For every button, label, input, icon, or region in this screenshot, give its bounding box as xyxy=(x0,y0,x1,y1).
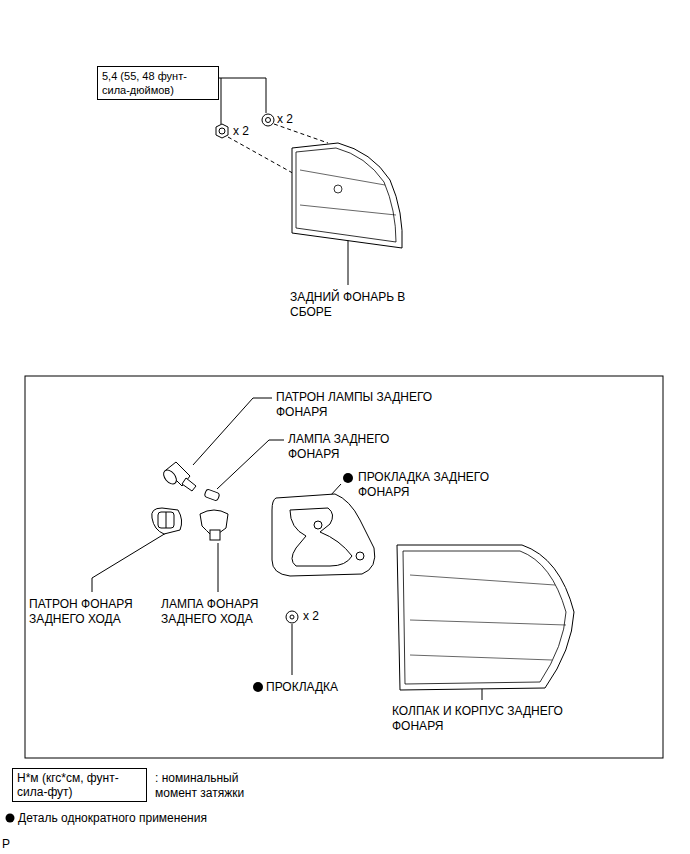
single-use-mark xyxy=(343,473,353,483)
lamp-bulb xyxy=(204,489,220,501)
lamp-gasket xyxy=(314,521,322,529)
small-gasket xyxy=(286,611,298,623)
leader-line xyxy=(217,440,284,489)
quantity-label: x 2 xyxy=(277,112,293,127)
leader-line xyxy=(218,543,219,592)
leader-line xyxy=(348,238,349,285)
leader-line xyxy=(92,533,166,592)
lamp-bulb xyxy=(204,489,220,501)
lens-housing xyxy=(397,545,574,690)
torque-value: Н*м (кгс*см, фунт-сила-фут) xyxy=(17,771,142,799)
torque-legend-box: Н*м (кгс*см, фунт-сила-фут) xyxy=(12,768,147,802)
lens-housing xyxy=(403,551,566,684)
tail-lamp-drawing xyxy=(300,205,396,215)
reverse-bulb xyxy=(200,510,228,540)
leader-line xyxy=(482,688,483,700)
part-name: ПРОКЛАДКА xyxy=(266,680,338,695)
torque-value: 5,4 (55, 48 фунт-сила-дюймов) xyxy=(102,69,214,97)
small-gasket xyxy=(286,611,298,623)
tail-lamp-drawing xyxy=(292,143,402,248)
leader-line xyxy=(292,624,293,675)
tail-lamp-drawing xyxy=(296,148,396,242)
reverse-socket xyxy=(158,512,174,528)
lens-housing xyxy=(410,655,552,660)
lamp-socket xyxy=(182,478,196,491)
lens-housing xyxy=(397,545,574,690)
nut-symbol xyxy=(216,114,274,138)
lamp-gasket xyxy=(272,494,375,576)
dashed-line xyxy=(274,124,328,143)
lamp-gasket xyxy=(290,508,352,566)
single-use-mark xyxy=(6,814,15,823)
dashed-line xyxy=(228,137,298,176)
lens-housing xyxy=(410,620,566,625)
part-name: КОЛПАК И КОРПУС ЗАДНЕГО ФОНАРЯ xyxy=(392,704,604,734)
tail-lamp-drawing xyxy=(292,143,402,248)
quantity-label: x 2 xyxy=(233,124,249,139)
lamp-gasket xyxy=(356,552,364,560)
lamp-socket xyxy=(161,468,179,487)
nut-symbol xyxy=(262,114,274,126)
part-name: ЛАМПА ФОНАРЯ ЗАДНЕГО ХОДА xyxy=(161,597,279,627)
part-name: ПРОКЛАДКА ЗАДНЕГО ФОНАРЯ xyxy=(358,470,528,500)
reverse-socket xyxy=(152,508,182,534)
nut-symbol xyxy=(219,128,225,134)
single-use-mark xyxy=(253,682,263,692)
tail-lamp-drawing xyxy=(334,185,342,193)
tail-lamp-drawing xyxy=(300,170,385,185)
legend-text: : номинальный момент затяжки xyxy=(155,771,271,801)
reverse-socket xyxy=(152,508,182,534)
reverse-bulb xyxy=(210,530,220,540)
lens-housing xyxy=(410,575,555,585)
leader-line xyxy=(219,78,266,113)
nut-symbol xyxy=(266,118,271,123)
single-use-mark xyxy=(6,473,354,823)
reverse-socket xyxy=(166,512,167,528)
part-name: ЛАМПА ЗАДНЕГО ФОНАРЯ xyxy=(288,432,418,462)
legend-text: Деталь однократного применения xyxy=(18,811,207,826)
part-name: ПАТРОН ЛАМПЫ ЗАДНЕГО ФОНАРЯ xyxy=(276,390,466,420)
nut-symbol xyxy=(216,124,228,138)
part-name: ЗАДНИЙ ФОНАРЬ В СБОРЕ xyxy=(290,290,408,320)
page-mark: P xyxy=(2,837,10,852)
quantity-label: x 2 xyxy=(303,609,319,624)
detail-frame xyxy=(25,376,663,758)
leader-line xyxy=(193,398,272,465)
small-gasket xyxy=(290,615,294,619)
lamp-socket xyxy=(161,462,196,491)
lamp-gasket xyxy=(272,494,375,576)
part-name: ПАТРОН ФОНАРЯ ЗАДНЕГО ХОДА xyxy=(29,597,155,627)
torque-box: 5,4 (55, 48 фунт-сила-дюймов) xyxy=(97,66,219,100)
leader-line xyxy=(221,78,222,124)
